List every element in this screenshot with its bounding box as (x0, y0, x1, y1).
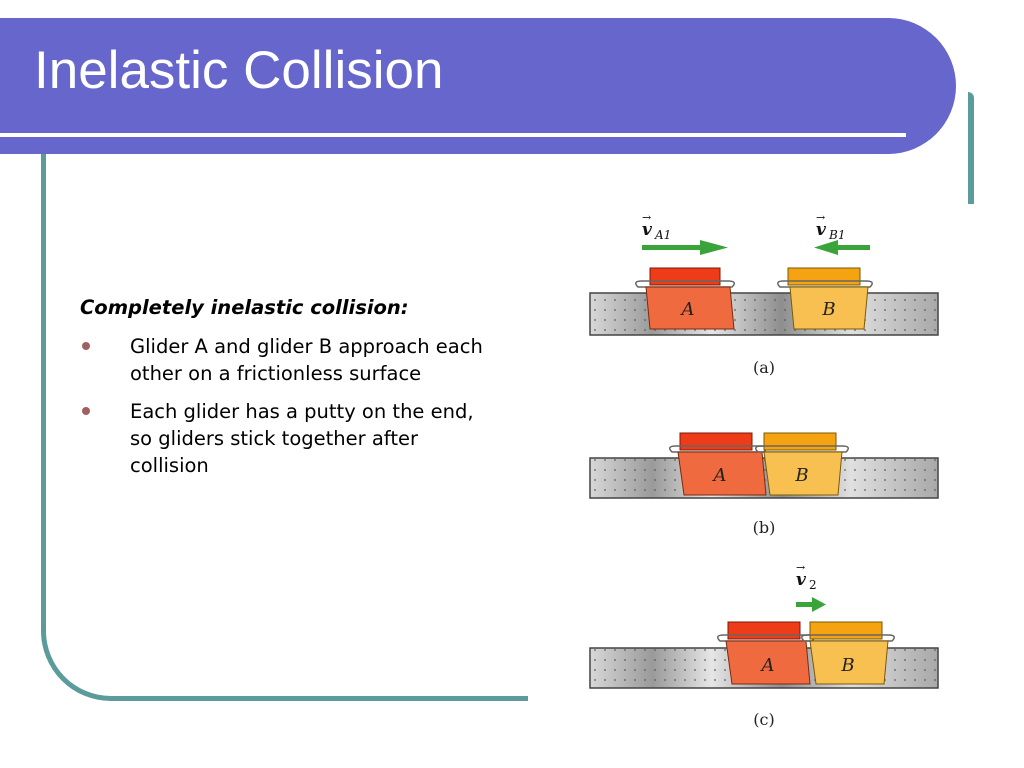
slide-frame-right (968, 92, 974, 204)
velocity-a1-label: v → A1 (642, 211, 671, 242)
glider-b: B (755, 432, 849, 496)
collision-figure: v → A1 v → B1 A (589, 211, 939, 729)
velocity-arrow-b-icon (814, 240, 870, 255)
bullet-item: Glider A and glider B approach each othe… (80, 333, 500, 387)
svg-text:B: B (840, 655, 854, 676)
glider-b: B (801, 621, 895, 685)
velocity-arrow-a-icon (642, 240, 728, 255)
bullet-dot-icon (82, 407, 90, 415)
frame-cover (528, 690, 988, 710)
svg-text:A1: A1 (654, 228, 671, 242)
bullet-text: Glider A and glider B approach each othe… (130, 335, 483, 385)
panel-b: A B (b) (589, 432, 939, 537)
svg-text:A: A (712, 465, 727, 486)
slide-title: Inelastic Collision (34, 41, 444, 100)
panel-a: v → A1 v → B1 A (589, 211, 939, 377)
svg-text:A: A (680, 299, 695, 320)
glider-a: A (717, 621, 815, 685)
title-bar (0, 18, 956, 154)
air-track (589, 292, 939, 336)
slide-content: Completely inelastic collision: Glider A… (80, 296, 500, 490)
svg-text:v: v (642, 220, 653, 240)
content-heading: Completely inelastic collision: (80, 296, 409, 319)
svg-text:B1: B1 (828, 228, 845, 242)
glider-b: B (777, 267, 873, 330)
svg-text:B: B (821, 299, 835, 320)
panel-c-caption: (c) (753, 710, 774, 729)
bullet-item: Each glider has a putty on the end, so g… (80, 398, 500, 479)
bullet-dot-icon (82, 342, 90, 350)
panel-b-caption: (b) (753, 518, 776, 537)
velocity-b1-label: v → B1 (816, 211, 845, 242)
bullet-list: Glider A and glider B approach each othe… (80, 333, 500, 479)
velocity-2-label: v → 2 (796, 561, 817, 592)
title-underline (0, 133, 906, 137)
glider-a: A (635, 267, 735, 330)
svg-text:→: → (642, 211, 651, 224)
svg-text:A: A (760, 655, 775, 676)
svg-text:→: → (816, 211, 825, 224)
svg-text:2: 2 (809, 578, 817, 592)
slide-frame (41, 90, 975, 701)
panel-a-caption: (a) (753, 358, 775, 377)
velocity-arrow-c-icon (796, 597, 826, 612)
bullet-text: Each glider has a putty on the end, so g… (130, 400, 474, 477)
svg-text:B: B (794, 465, 808, 486)
svg-text:v: v (796, 570, 807, 590)
svg-text:→: → (796, 561, 805, 574)
panel-c: v → 2 A B (c) (589, 561, 939, 729)
glider-a: A (669, 432, 767, 496)
svg-text:v: v (816, 220, 827, 240)
